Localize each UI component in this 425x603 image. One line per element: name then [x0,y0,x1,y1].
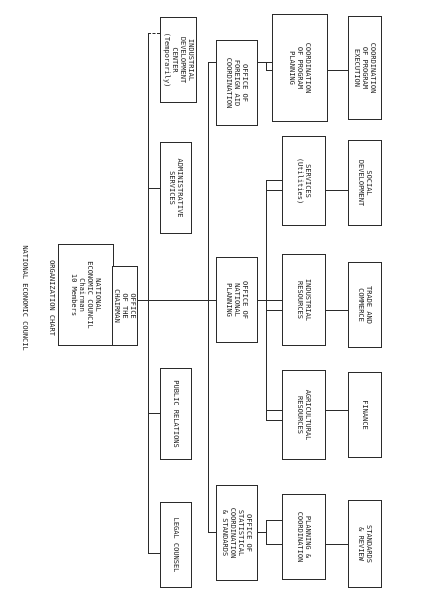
agricultural-resources-label: AGRICULTURAL RESOURCES [296,389,312,441]
connector-planning-coord [266,520,282,521]
connector-agri [266,420,282,421]
national-planning-box: OFFICE OF NATIONAL PLANNING [216,257,258,343]
coordination-program-execution-label: COORDINATION OF PROGRAM EXECUTION [353,42,377,94]
connector-fa-out [258,62,266,63]
connector-fa-bar [266,62,267,70]
connector-public-relations [148,413,160,414]
statistical-coordination-box: OFFICE OF STATISTICAL COORDINATION & STA… [216,485,258,581]
standards-review-label: STANDARDS & REVIEW [357,525,373,563]
planning-coordination-label: PLANNING & COORDINATION [296,511,312,563]
connector-industrial-center-dashed-h [148,33,160,34]
services-utilities-label: SERVICES (Utilities) [296,157,312,205]
trade-and-commerce-box: TRADE AND COMMERCE [348,262,382,348]
connector-national-planning [208,300,216,301]
office-of-the-chairman-label: OFFICE OF THE CHAIRMAN [113,289,137,323]
connector-staff-bar [148,33,149,553]
legal-counsel-box: LEGAL COUNSEL [160,502,192,588]
coordination-program-execution-box: COORDINATION OF PROGRAM EXECUTION [348,16,382,120]
finance-box: FINANCE [348,372,382,458]
trade-and-commerce-label: TRADE AND COMMERCE [357,286,373,324]
connector-offices-bar [208,62,209,532]
connector-services [266,180,282,181]
connector-coord-planning [266,62,272,63]
industrial-resources-box: INDUSTRIAL RESOURCES [282,254,326,346]
planning-coordination-box: PLANNING & COORDINATION [282,494,326,580]
connector-statistical [208,532,216,533]
social-development-box: SOCIAL DEVELOPMENT [348,140,382,226]
connector-admin-services [148,188,160,189]
connector-industrial-res [266,300,282,301]
public-relations-box: PUBLIC RELATIONS [160,368,192,460]
foreign-aid-coordination-label: OFFICE OF FOREIGN AID COORDINATION [225,57,249,109]
coordination-program-planning-box: COORDINATION OF PROGRAM PLANNING [272,14,328,122]
office-of-the-chairman-box: OFFICE OF THE CHAIRMAN [112,266,138,346]
national-planning-label: OFFICE OF NATIONAL PLANNING [225,281,249,319]
administrative-services-box: ADMINISTRATIVE SERVICES [160,142,192,234]
finance-label: FINANCE [361,400,369,430]
public-relations-label: PUBLIC RELATIONS [172,380,180,448]
industrial-development-center-box: INDUSTRIAL DEVELOPMENT CENTER (Temporari… [160,17,197,103]
agricultural-resources-box: AGRICULTURAL RESOURCES [282,370,326,460]
national-economic-council-box: NATIONAL ECONOMIC COUNCIL Chairman 10 Me… [58,244,114,346]
industrial-development-center-label: INDUSTRIAL DEVELOPMENT CENTER (Temporari… [162,32,195,88]
connector-np-out [258,300,266,301]
industrial-resources-label: INDUSTRIAL RESOURCES [296,278,312,322]
chart-title: ORGANIZATION CHART NATIONAL ECONOMIC COU… [21,245,56,350]
social-development-label: SOCIAL DEVELOPMENT [357,159,373,207]
national-economic-council-label: NATIONAL ECONOMIC COUNCIL Chairman 10 Me… [70,261,102,329]
statistical-coordination-label: OFFICE OF STATISTICAL COORDINATION & STA… [221,507,253,559]
connector-main-spine [136,300,208,301]
connector-legal [148,553,160,554]
standards-review-box: STANDARDS & REVIEW [348,500,382,588]
connector-stat-bar [266,520,267,544]
chart-title-line1: ORGANIZATION CHART [48,260,56,336]
services-utilities-box: SERVICES (Utilities) [282,136,326,226]
connector-foreign-aid [208,62,216,63]
administrative-services-label: ADMINISTRATIVE SERVICES [168,158,184,218]
coordination-program-planning-label: COORDINATION OF PROGRAM PLANNING [288,42,312,94]
foreign-aid-coordination-box: OFFICE OF FOREIGN AID COORDINATION [216,40,258,126]
connector-stat-out [258,532,266,533]
legal-counsel-label: LEGAL COUNSEL [172,517,180,573]
chart-title-line2: NATIONAL ECONOMIC COUNCIL [21,245,29,351]
